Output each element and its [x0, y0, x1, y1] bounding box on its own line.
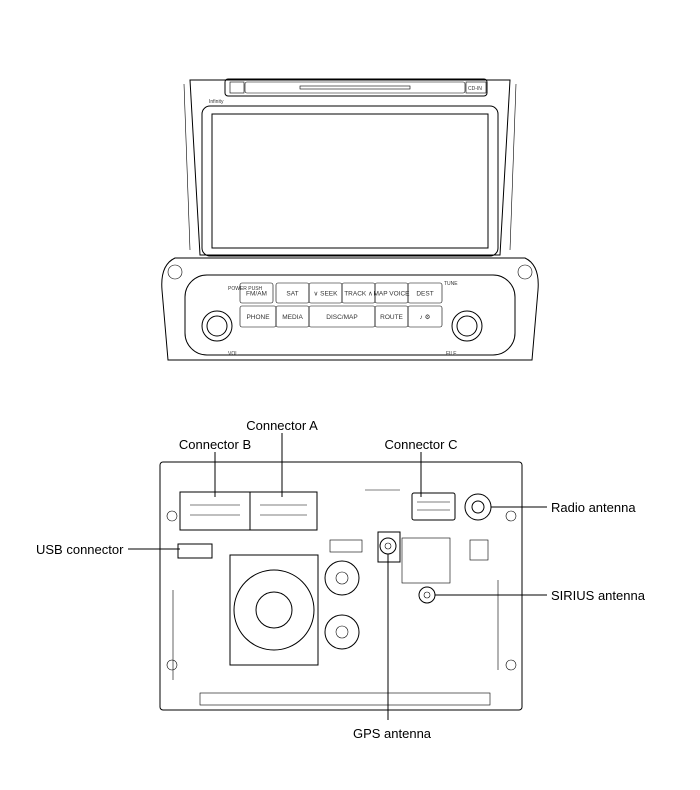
row2-1-label: MEDIA: [282, 314, 303, 321]
tune-knob[interactable]: [451, 310, 483, 342]
leader-lines: [128, 433, 547, 720]
row1-3-label: TRACK ∧: [344, 291, 373, 298]
usb-port: [177, 543, 213, 559]
gps-antenna-label: GPS antenna: [353, 726, 432, 741]
connector-a-label: Connector A: [246, 418, 318, 433]
row1-0-button[interactable]: [239, 282, 274, 304]
vol-label: VOL: [228, 351, 238, 357]
connector-a: [249, 491, 318, 531]
row2-4-label: ♪ ⚙: [420, 313, 431, 321]
row2-2-label: DISC/MAP: [326, 314, 357, 321]
volume-knob[interactable]: [201, 310, 233, 342]
sirius-antenna-label: SIRIUS antenna: [551, 588, 646, 603]
back-panel: [159, 461, 523, 711]
file-label: FILE: [446, 351, 457, 357]
row1-2-label: ∨ SEEK: [314, 291, 339, 298]
cd-in-label: CD-IN: [468, 86, 482, 92]
power-label: POWER PUSH: [228, 286, 263, 292]
connector-c: [411, 492, 456, 521]
screen[interactable]: [211, 113, 489, 249]
usb-connector-label: USB connector: [36, 542, 124, 557]
row2-3-label: ROUTE: [380, 314, 403, 321]
row1-0-label: FM/AM: [246, 291, 267, 298]
brand-logo: Infinity: [209, 99, 224, 105]
gps-antenna-jack: [379, 537, 397, 555]
radio-antenna-label: Radio antenna: [551, 500, 636, 515]
sirius-antenna-jack: [418, 586, 436, 604]
tune-label: TUNE: [444, 281, 458, 287]
row2-0-label: PHONE: [246, 314, 270, 321]
head-unit-front: CD-IN Infinity POWER PUSH VOL TUNE FILE …: [161, 78, 539, 361]
row1-1-label: SAT: [286, 291, 298, 298]
radio-antenna-jack: [464, 493, 492, 521]
connector-b: [179, 491, 251, 531]
connector-b-label: Connector B: [179, 437, 251, 452]
row2-4-button[interactable]: [407, 305, 443, 328]
fan: [229, 554, 319, 666]
row1-5-label: DEST: [416, 291, 433, 298]
connector-c-label: Connector C: [385, 437, 458, 452]
row1-5-button[interactable]: [407, 282, 443, 304]
row1-4-label: MAP VOICE: [373, 291, 410, 298]
